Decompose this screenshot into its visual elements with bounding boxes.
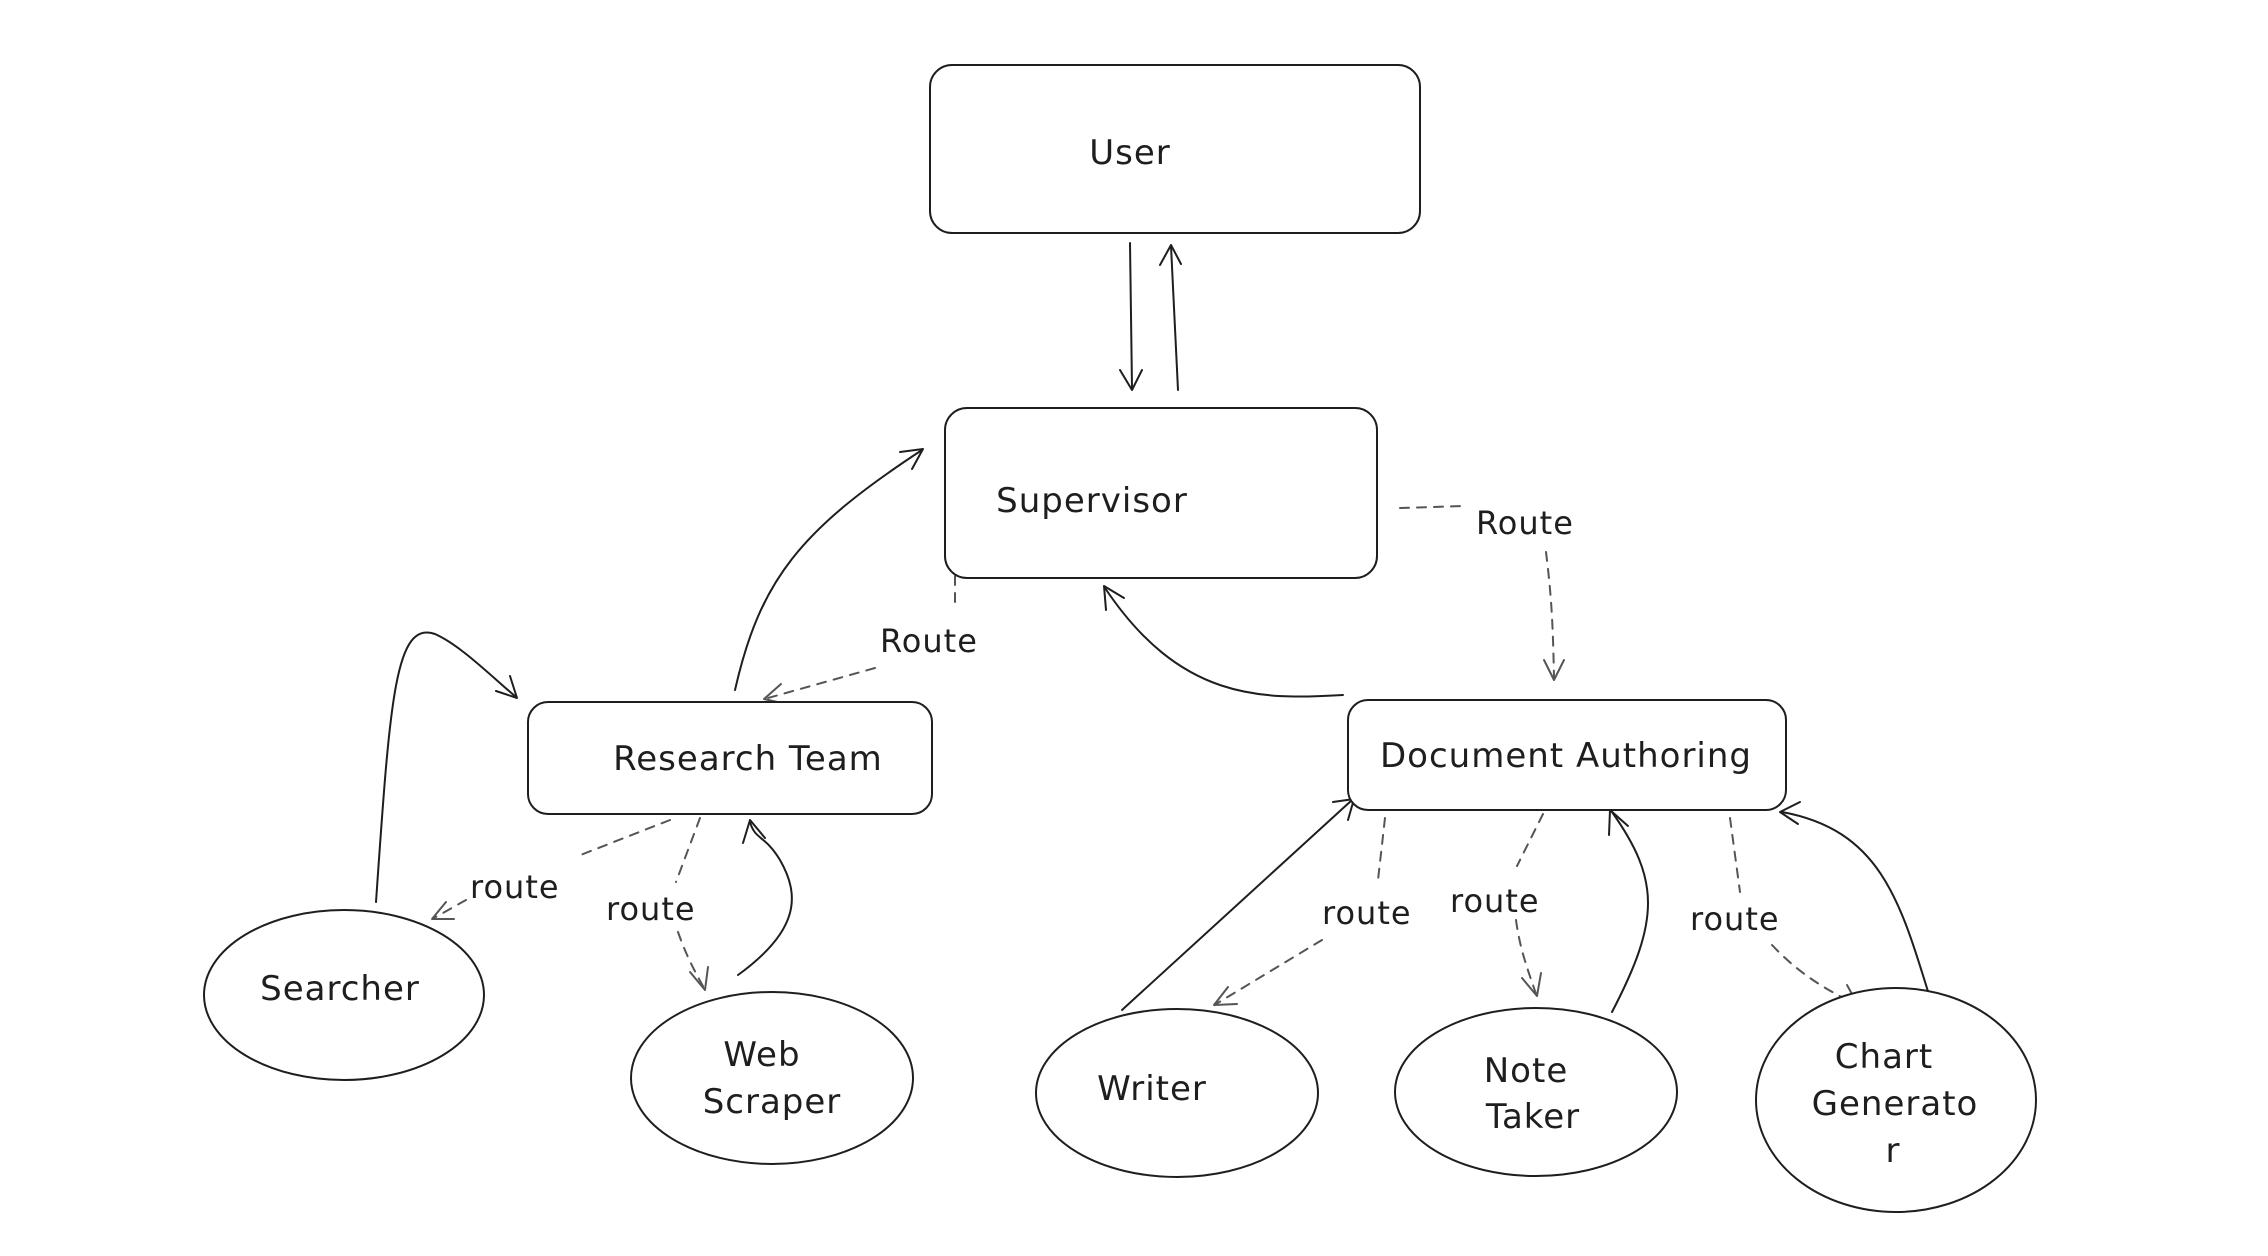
edge-research-team-to-web-scraper [675,817,709,991]
edge-supervisor-to-document-authoring [1399,505,1565,681]
node-searcher-label: Searcher [260,969,420,1009]
edge-label-research-scraper: route [606,890,696,928]
edge-user-to-supervisor [1119,242,1143,391]
edge-supervisor-to-user [1159,244,1182,391]
edge-document-authoring-to-note-taker [1515,813,1544,997]
edge-document-authoring-to-supervisor [1103,585,1344,698]
edge-label-research-searcher: route [470,868,560,906]
node-writer-label: Writer [1097,1069,1207,1109]
node-searcher[interactable]: Searcher [203,909,485,1081]
edge-label-supervisor-research: Route [880,622,978,660]
node-chart-generator-label-line1: Chart [1835,1037,1933,1077]
node-web-scraper[interactable]: Web Scraper [630,991,914,1165]
node-document-authoring-label: Document Authoring [1380,736,1752,776]
edge-searcher-to-research-team [375,631,518,903]
node-note-taker-label-line2: Taker [1485,1097,1580,1137]
node-chart-generator-label-line2: Generato [1812,1084,1979,1124]
node-chart-generator-label-line3: r [1886,1131,1901,1171]
edge-chart-generator-to-document-authoring [1779,801,1931,999]
edge-writer-to-document-authoring [1121,798,1355,1011]
edge-research-team-to-supervisor [734,448,924,691]
edge-label-supervisor-document: Route [1476,504,1574,542]
node-web-scraper-label-line1: Web [723,1035,800,1075]
edge-label-document-writer: route [1322,894,1412,932]
edge-research-team-to-searcher [431,819,671,920]
node-note-taker[interactable]: Note Taker [1394,1007,1678,1177]
node-writer[interactable]: Writer [1035,1008,1319,1178]
node-research-team[interactable]: Research Team [527,701,933,815]
edge-label-document-note-taker: route [1450,882,1540,920]
node-web-scraper-label-line2: Scraper [703,1082,842,1122]
edge-web-scraper-to-research-team [737,819,793,976]
node-research-team-label: Research Team [613,739,883,779]
edge-document-authoring-to-writer [1213,817,1386,1006]
node-supervisor-label: Supervisor [996,481,1188,521]
edge-label-document-chart: route [1690,900,1780,938]
node-user[interactable]: User [929,64,1421,234]
node-chart-generator[interactable]: Chart Generato r [1755,987,2037,1213]
node-supervisor[interactable]: Supervisor [944,407,1378,579]
node-note-taker-label-line1: Note [1484,1051,1568,1091]
node-document-authoring[interactable]: Document Authoring [1347,699,1787,811]
node-user-label: User [1089,133,1171,173]
edge-note-taker-to-document-authoring [1608,809,1649,1013]
